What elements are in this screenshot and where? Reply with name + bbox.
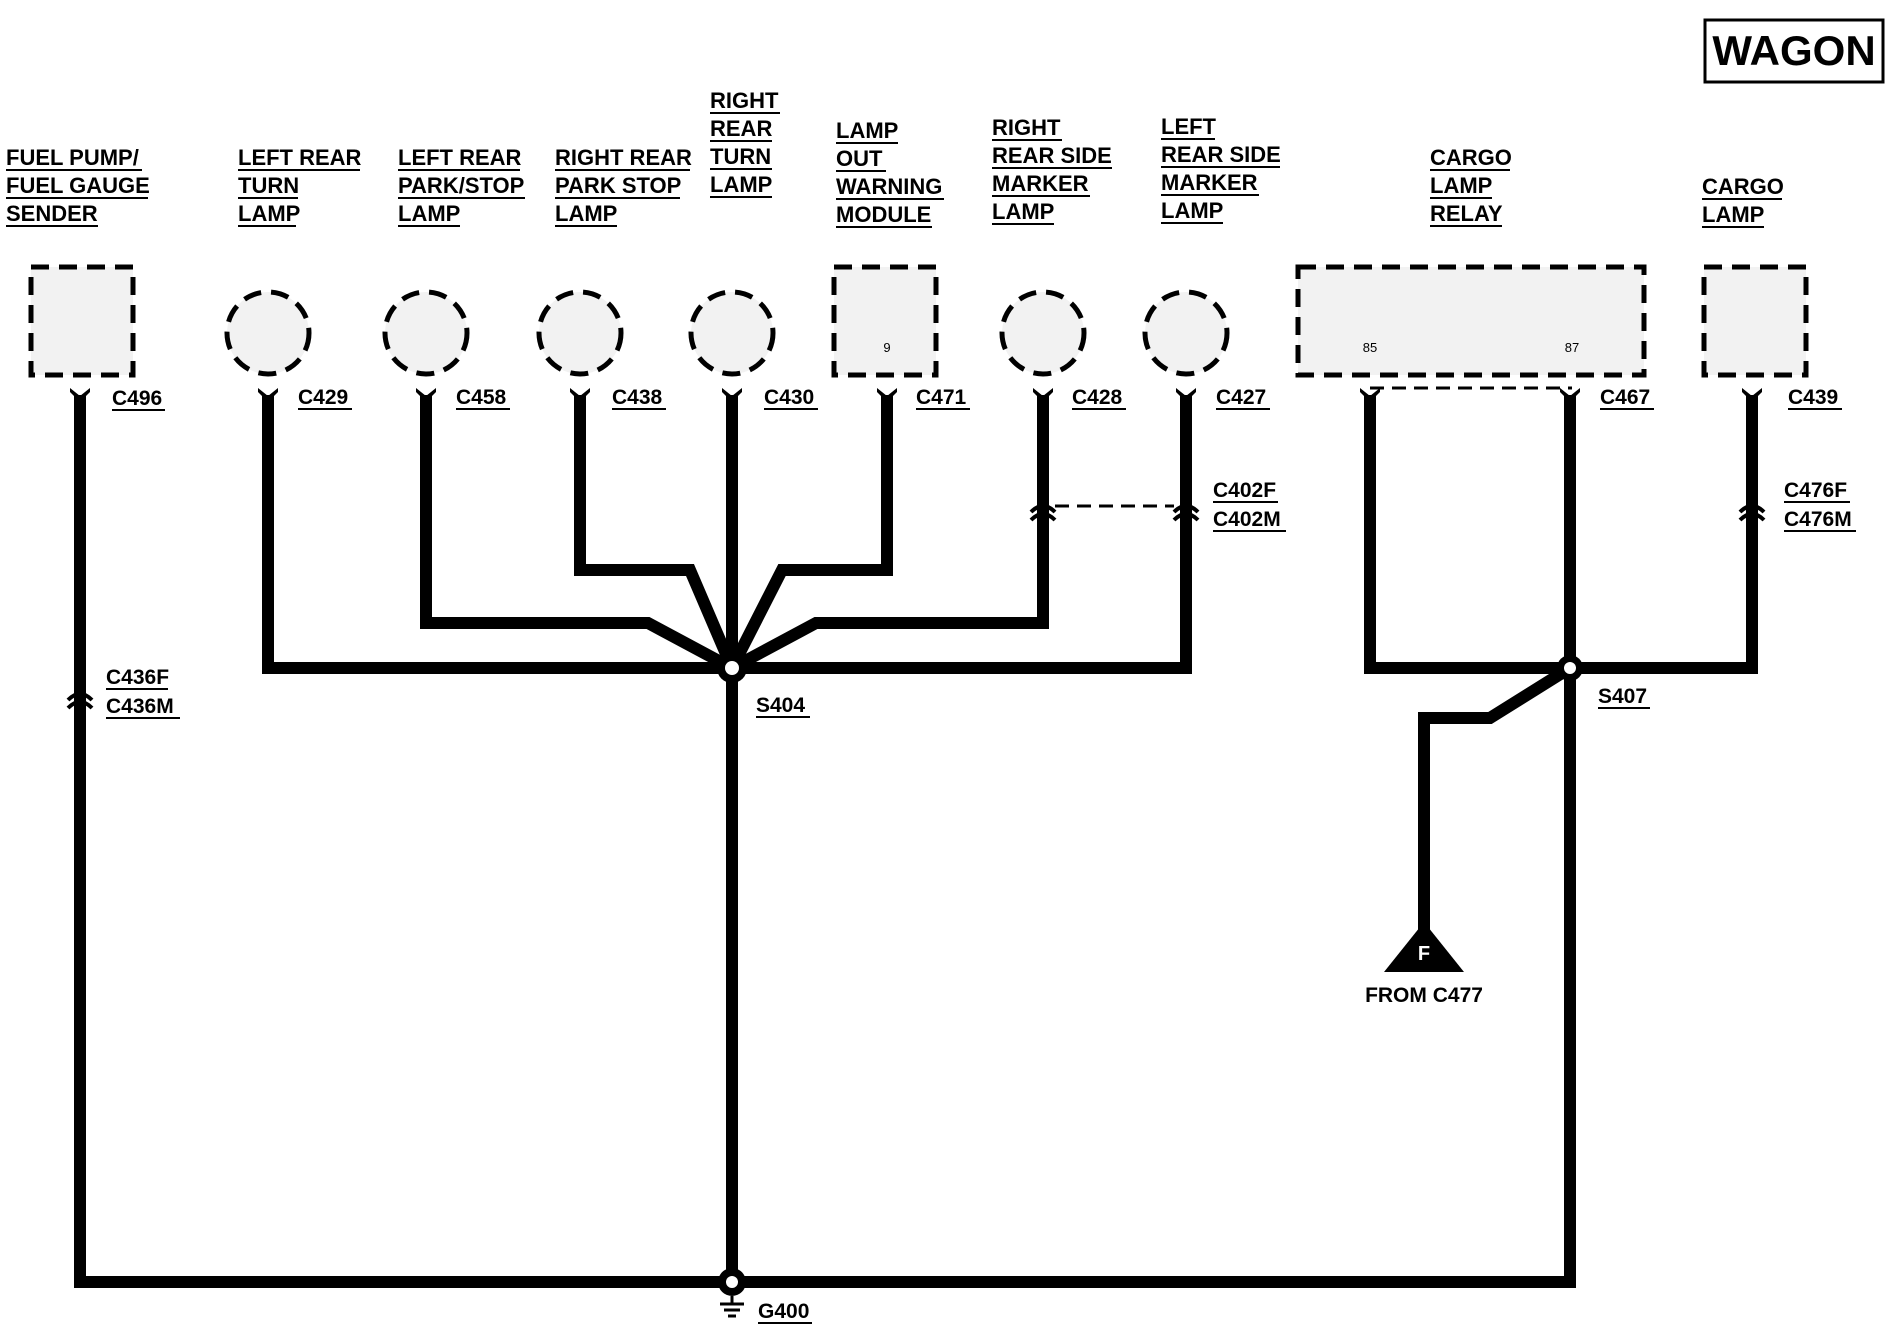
svg-text:WARNING: WARNING	[836, 174, 942, 199]
lamp-out-warning-label: LAMP OUT WARNING MODULE	[836, 118, 944, 228]
connector-c458: C458	[456, 386, 507, 409]
connector-c467: C467	[1600, 386, 1650, 409]
right-marker-bulb	[999, 289, 1087, 377]
left-rear-park-bulb	[382, 289, 470, 377]
svg-text:LEFT: LEFT	[1161, 114, 1217, 139]
lamp-out-module-box	[831, 264, 939, 378]
title-box: WAGON	[1703, 18, 1885, 84]
connector-caps	[70, 388, 1762, 402]
cargo-lamp-box	[1701, 264, 1809, 378]
svg-text:G400: G400	[758, 1300, 809, 1323]
svg-text:SENDER: SENDER	[6, 201, 98, 226]
svg-text:LAMP: LAMP	[1702, 202, 1764, 227]
connector-c439: C439	[1788, 386, 1838, 409]
svg-text:S404: S404	[756, 694, 805, 717]
svg-text:LAMP: LAMP	[238, 201, 300, 226]
left-rear-turn-label: LEFT REAR TURN LAMP	[238, 145, 362, 227]
svg-text:PARK STOP: PARK STOP	[555, 173, 681, 198]
svg-text:C476F: C476F	[1784, 479, 1847, 502]
svg-text:REAR: REAR	[710, 116, 772, 141]
page-title: WAGON	[1712, 27, 1875, 74]
svg-text:LEFT REAR: LEFT REAR	[398, 145, 522, 170]
fuel-pump-box	[28, 264, 136, 378]
svg-text:LAMP: LAMP	[1161, 198, 1223, 223]
left-rear-park-label: LEFT REAR PARK/STOP LAMP	[398, 145, 525, 227]
connector-c438: C438	[612, 386, 663, 409]
svg-text:FUEL GAUGE: FUEL GAUGE	[6, 173, 150, 198]
svg-text:C402F: C402F	[1213, 479, 1276, 502]
cargo-lamp-label: CARGO LAMP	[1702, 174, 1784, 228]
fuel-pump-label: FUEL PUMP/ FUEL GAUGE SENDER	[6, 145, 150, 227]
right-rear-park-bulb	[536, 289, 624, 377]
connector-c428: C428	[1072, 386, 1123, 409]
ground-g400: G400	[718, 1268, 812, 1324]
svg-text:LAMP: LAMP	[836, 118, 898, 143]
cargo-relay-box	[1295, 264, 1647, 378]
svg-text:RIGHT: RIGHT	[992, 115, 1061, 140]
inline-connector-c436: C436F C436M	[66, 666, 180, 719]
svg-text:PARK/STOP: PARK/STOP	[398, 173, 524, 198]
left-marker-bulb	[1142, 289, 1230, 377]
connector-c496: C496	[112, 387, 162, 410]
cargo-lamp-relay-label: CARGO LAMP RELAY	[1430, 145, 1512, 227]
svg-text:LAMP: LAMP	[555, 201, 617, 226]
svg-text:RIGHT: RIGHT	[710, 88, 779, 113]
svg-text:TURN: TURN	[710, 144, 771, 169]
connector-labels: C496 C429 C458 C438 C430 C471 C428 C427 …	[112, 386, 1842, 411]
svg-text:C436M: C436M	[106, 695, 174, 718]
right-marker-branch-wire	[729, 395, 1049, 674]
connector-c430: C430	[764, 386, 814, 409]
feed-from-c477: F FROM C477	[1365, 922, 1483, 1007]
pin-87-label: 87	[1565, 340, 1579, 355]
pin-85-label: 85	[1363, 340, 1377, 355]
svg-text:CARGO: CARGO	[1430, 145, 1512, 170]
feed-wire	[1418, 662, 1574, 950]
svg-text:TURN: TURN	[238, 173, 299, 198]
wires	[74, 395, 1758, 1288]
svg-text:MARKER: MARKER	[1161, 170, 1258, 195]
svg-text:CARGO: CARGO	[1702, 174, 1784, 199]
connector-c427: C427	[1216, 386, 1266, 409]
component-shapes: 9 85 87	[28, 264, 1809, 390]
svg-text:C402M: C402M	[1213, 508, 1281, 531]
right-rear-turn-label: RIGHT REAR TURN LAMP	[710, 88, 780, 198]
svg-text:MODULE: MODULE	[836, 202, 931, 227]
component-labels: FUEL PUMP/ FUEL GAUGE SENDER LEFT REAR T…	[6, 88, 1784, 228]
right-rear-turn-bulb	[688, 289, 776, 377]
left-rear-turn-bulb	[224, 289, 312, 377]
svg-text:MARKER: MARKER	[992, 171, 1089, 196]
svg-text:C476M: C476M	[1784, 508, 1852, 531]
svg-text:FUEL PUMP/: FUEL PUMP/	[6, 145, 139, 170]
svg-text:C436F: C436F	[106, 666, 169, 689]
svg-text:RIGHT REAR: RIGHT REAR	[555, 145, 692, 170]
ground-bus-wire	[74, 395, 1576, 1288]
right-rear-park-label: RIGHT REAR PARK STOP LAMP	[555, 145, 692, 227]
svg-text:REAR SIDE: REAR SIDE	[1161, 142, 1281, 167]
inline-connector-c476: C476F C476M	[1738, 479, 1856, 532]
left-rear-marker-label: LEFT REAR SIDE MARKER LAMP	[1161, 114, 1281, 224]
svg-text:REAR SIDE: REAR SIDE	[992, 143, 1112, 168]
pin-9-label: 9	[883, 340, 890, 355]
svg-text:OUT: OUT	[836, 146, 883, 171]
connector-c429: C429	[298, 386, 348, 409]
feed-label: FROM C477	[1365, 984, 1483, 1007]
left-park-branch-wire	[420, 395, 735, 674]
inline-connector-c402: C402F C402M	[1029, 479, 1286, 532]
svg-text:S407: S407	[1598, 685, 1647, 708]
cargo-branch-wire	[1364, 395, 1758, 674]
svg-text:LAMP: LAMP	[992, 199, 1054, 224]
right-rear-marker-label: RIGHT REAR SIDE MARKER LAMP	[992, 115, 1112, 225]
feed-letter: F	[1418, 943, 1430, 965]
right-park-branch-wire	[574, 395, 738, 671]
svg-text:RELAY: RELAY	[1430, 201, 1503, 226]
splice-s407: S407	[1557, 655, 1650, 709]
svg-text:LAMP: LAMP	[710, 172, 772, 197]
splice-s404: S404	[717, 653, 810, 718]
svg-text:LEFT REAR: LEFT REAR	[238, 145, 362, 170]
svg-text:LAMP: LAMP	[1430, 173, 1492, 198]
svg-text:LAMP: LAMP	[398, 201, 460, 226]
lamp-out-branch-wire	[726, 395, 893, 671]
connector-c471: C471	[916, 386, 967, 409]
